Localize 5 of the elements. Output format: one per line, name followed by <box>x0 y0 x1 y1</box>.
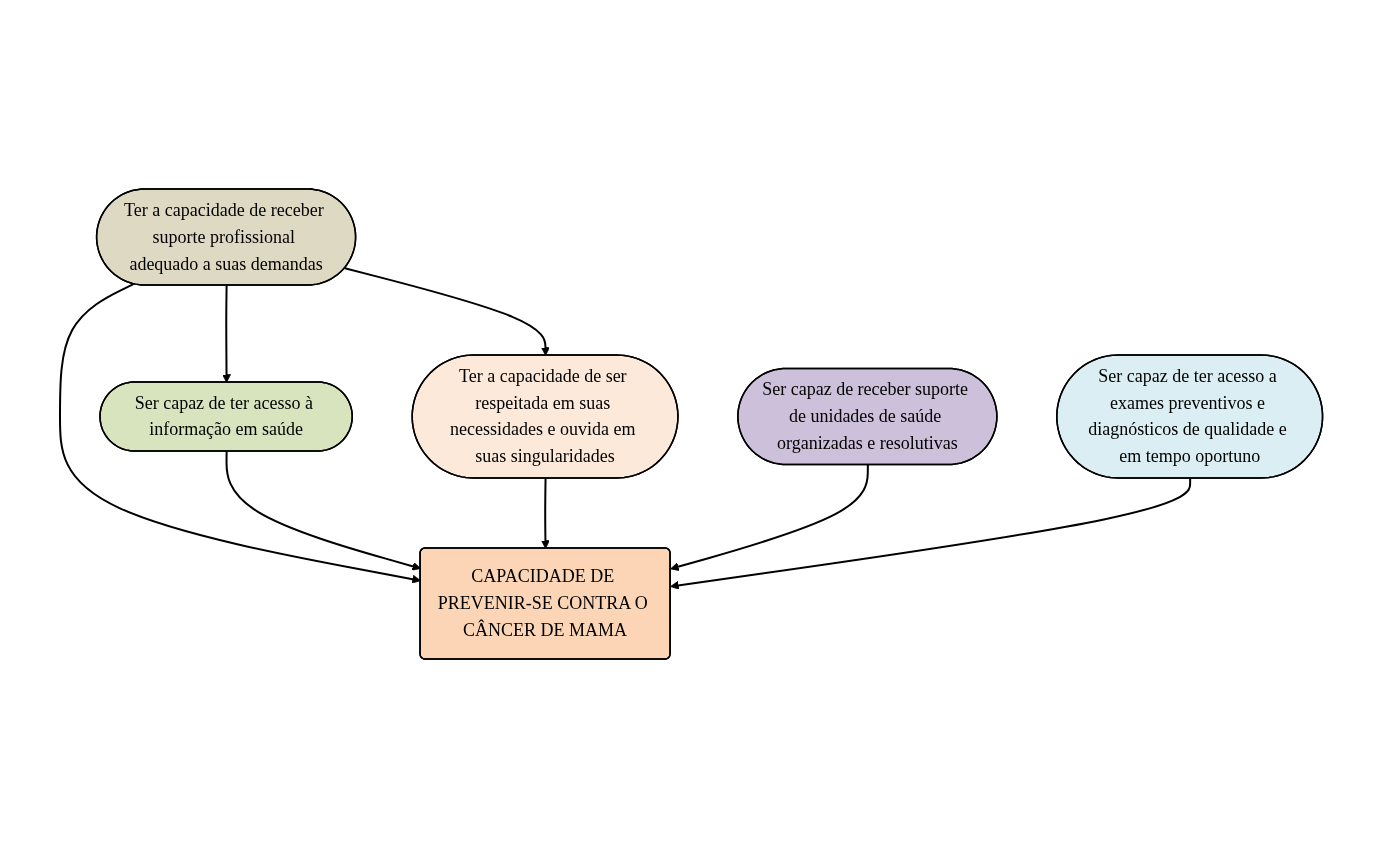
arrow <box>670 477 1192 590</box>
arrow <box>541 477 551 549</box>
arrow <box>670 464 870 571</box>
arrow <box>344 267 551 356</box>
arrow <box>222 284 232 383</box>
